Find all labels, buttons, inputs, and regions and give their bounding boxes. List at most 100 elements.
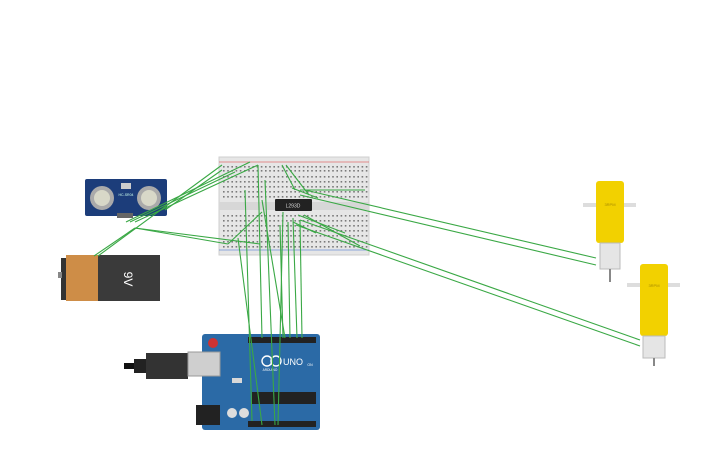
breadboard-hole[interactable] — [307, 181, 309, 183]
breadboard-hole[interactable] — [290, 176, 292, 178]
breadboard-hole[interactable] — [319, 246, 322, 248]
breadboard-hole[interactable] — [328, 166, 330, 168]
breadboard-hole[interactable] — [252, 181, 254, 183]
breadboard-hole[interactable] — [328, 220, 330, 222]
breadboard-hole[interactable] — [361, 170, 364, 172]
motor-2[interactable]: 3RPM — [627, 264, 680, 366]
breadboard-hole[interactable] — [332, 235, 334, 237]
breadboard-hole[interactable] — [277, 220, 280, 222]
breadboard-hole[interactable] — [235, 191, 238, 193]
breadboard-hole[interactable] — [328, 186, 330, 188]
breadboard-hole[interactable] — [336, 246, 338, 248]
breadboard-hole[interactable] — [235, 215, 238, 217]
breadboard-hole[interactable] — [273, 241, 275, 243]
breadboard-hole[interactable] — [256, 225, 259, 227]
breadboard-hole[interactable] — [252, 170, 254, 172]
breadboard-hole[interactable] — [307, 166, 309, 168]
breadboard-hole[interactable] — [239, 220, 242, 222]
breadboard-hole[interactable] — [252, 176, 254, 178]
breadboard-hole[interactable] — [248, 225, 250, 227]
breadboard-hole[interactable] — [344, 225, 347, 227]
breadboard-hole[interactable] — [365, 241, 368, 243]
breadboard-hole[interactable] — [269, 176, 271, 178]
breadboard-hole[interactable] — [260, 220, 263, 222]
breadboard-hole[interactable] — [340, 186, 343, 188]
breadboard-hole[interactable] — [290, 220, 292, 222]
breadboard-hole[interactable] — [323, 191, 326, 193]
breadboard-hole[interactable] — [344, 181, 347, 183]
breadboard-hole[interactable] — [260, 196, 263, 198]
breadboard-hole[interactable] — [328, 176, 330, 178]
breadboard-hole[interactable] — [239, 196, 242, 198]
breadboard-hole[interactable] — [340, 191, 343, 193]
breadboard-hole[interactable] — [319, 170, 322, 172]
breadboard-hole[interactable] — [344, 230, 347, 232]
breadboard-hole[interactable] — [336, 166, 338, 168]
breadboard-hole[interactable] — [277, 191, 280, 193]
breadboard-hole[interactable] — [239, 235, 242, 237]
breadboard-hole[interactable] — [336, 186, 338, 188]
breadboard-hole[interactable] — [365, 230, 368, 232]
breadboard-hole[interactable] — [336, 176, 338, 178]
breadboard-hole[interactable] — [365, 246, 368, 248]
breadboard-hole[interactable] — [231, 246, 233, 248]
breadboard-hole[interactable] — [260, 181, 263, 183]
breadboard-hole[interactable] — [340, 196, 343, 198]
breadboard-hole[interactable] — [349, 230, 351, 232]
breadboard-hole[interactable] — [248, 230, 250, 232]
breadboard-hole[interactable] — [273, 170, 275, 172]
breadboard-hole[interactable] — [286, 215, 288, 217]
breadboard-hole[interactable] — [265, 166, 267, 168]
breadboard-hole[interactable] — [269, 225, 271, 227]
breadboard-hole[interactable] — [357, 166, 359, 168]
breadboard-hole[interactable] — [231, 220, 233, 222]
breadboard-hole[interactable] — [223, 235, 225, 237]
breadboard-hole[interactable] — [315, 241, 317, 243]
breadboard-hole[interactable] — [273, 176, 275, 178]
breadboard-hole[interactable] — [328, 215, 330, 217]
breadboard-hole[interactable] — [286, 186, 288, 188]
breadboard-hole[interactable] — [302, 170, 305, 172]
breadboard-hole[interactable] — [244, 235, 246, 237]
breadboard-hole[interactable] — [323, 196, 326, 198]
breadboard-hole[interactable] — [336, 170, 338, 172]
breadboard-hole[interactable] — [227, 181, 229, 183]
breadboard-hole[interactable] — [227, 215, 229, 217]
breadboard-hole[interactable] — [252, 230, 254, 232]
breadboard-hole[interactable] — [269, 230, 271, 232]
breadboard-hole[interactable] — [311, 225, 313, 227]
breadboard-hole[interactable] — [227, 191, 229, 193]
breadboard-hole[interactable] — [273, 166, 275, 168]
breadboard-hole[interactable] — [231, 230, 233, 232]
breadboard-hole[interactable] — [231, 215, 233, 217]
breadboard-hole[interactable] — [286, 230, 288, 232]
breadboard-hole[interactable] — [231, 191, 233, 193]
breadboard-hole[interactable] — [365, 186, 368, 188]
breadboard-hole[interactable] — [315, 181, 317, 183]
breadboard-hole[interactable] — [290, 230, 292, 232]
breadboard-hole[interactable] — [340, 170, 343, 172]
breadboard-hole[interactable] — [273, 191, 275, 193]
breadboard-hole[interactable] — [336, 225, 338, 227]
breadboard-hole[interactable] — [286, 176, 288, 178]
breadboard-hole[interactable] — [311, 215, 313, 217]
breadboard-hole[interactable] — [227, 186, 229, 188]
breadboard-hole[interactable] — [286, 170, 288, 172]
breadboard-hole[interactable] — [357, 176, 359, 178]
breadboard-hole[interactable] — [269, 170, 271, 172]
breadboard-hole[interactable] — [235, 230, 238, 232]
breadboard-hole[interactable] — [286, 235, 288, 237]
breadboard-hole[interactable] — [361, 230, 364, 232]
breadboard-hole[interactable] — [269, 191, 271, 193]
breadboard-hole[interactable] — [353, 241, 355, 243]
breadboard-hole[interactable] — [353, 166, 355, 168]
breadboard-hole[interactable] — [302, 186, 305, 188]
breadboard-hole[interactable] — [340, 181, 343, 183]
breadboard-hole[interactable] — [353, 196, 355, 198]
breadboard-hole[interactable] — [265, 230, 267, 232]
breadboard-hole[interactable] — [252, 186, 254, 188]
breadboard-hole[interactable] — [273, 246, 275, 248]
breadboard-hole[interactable] — [319, 235, 322, 237]
breadboard-hole[interactable] — [277, 241, 280, 243]
